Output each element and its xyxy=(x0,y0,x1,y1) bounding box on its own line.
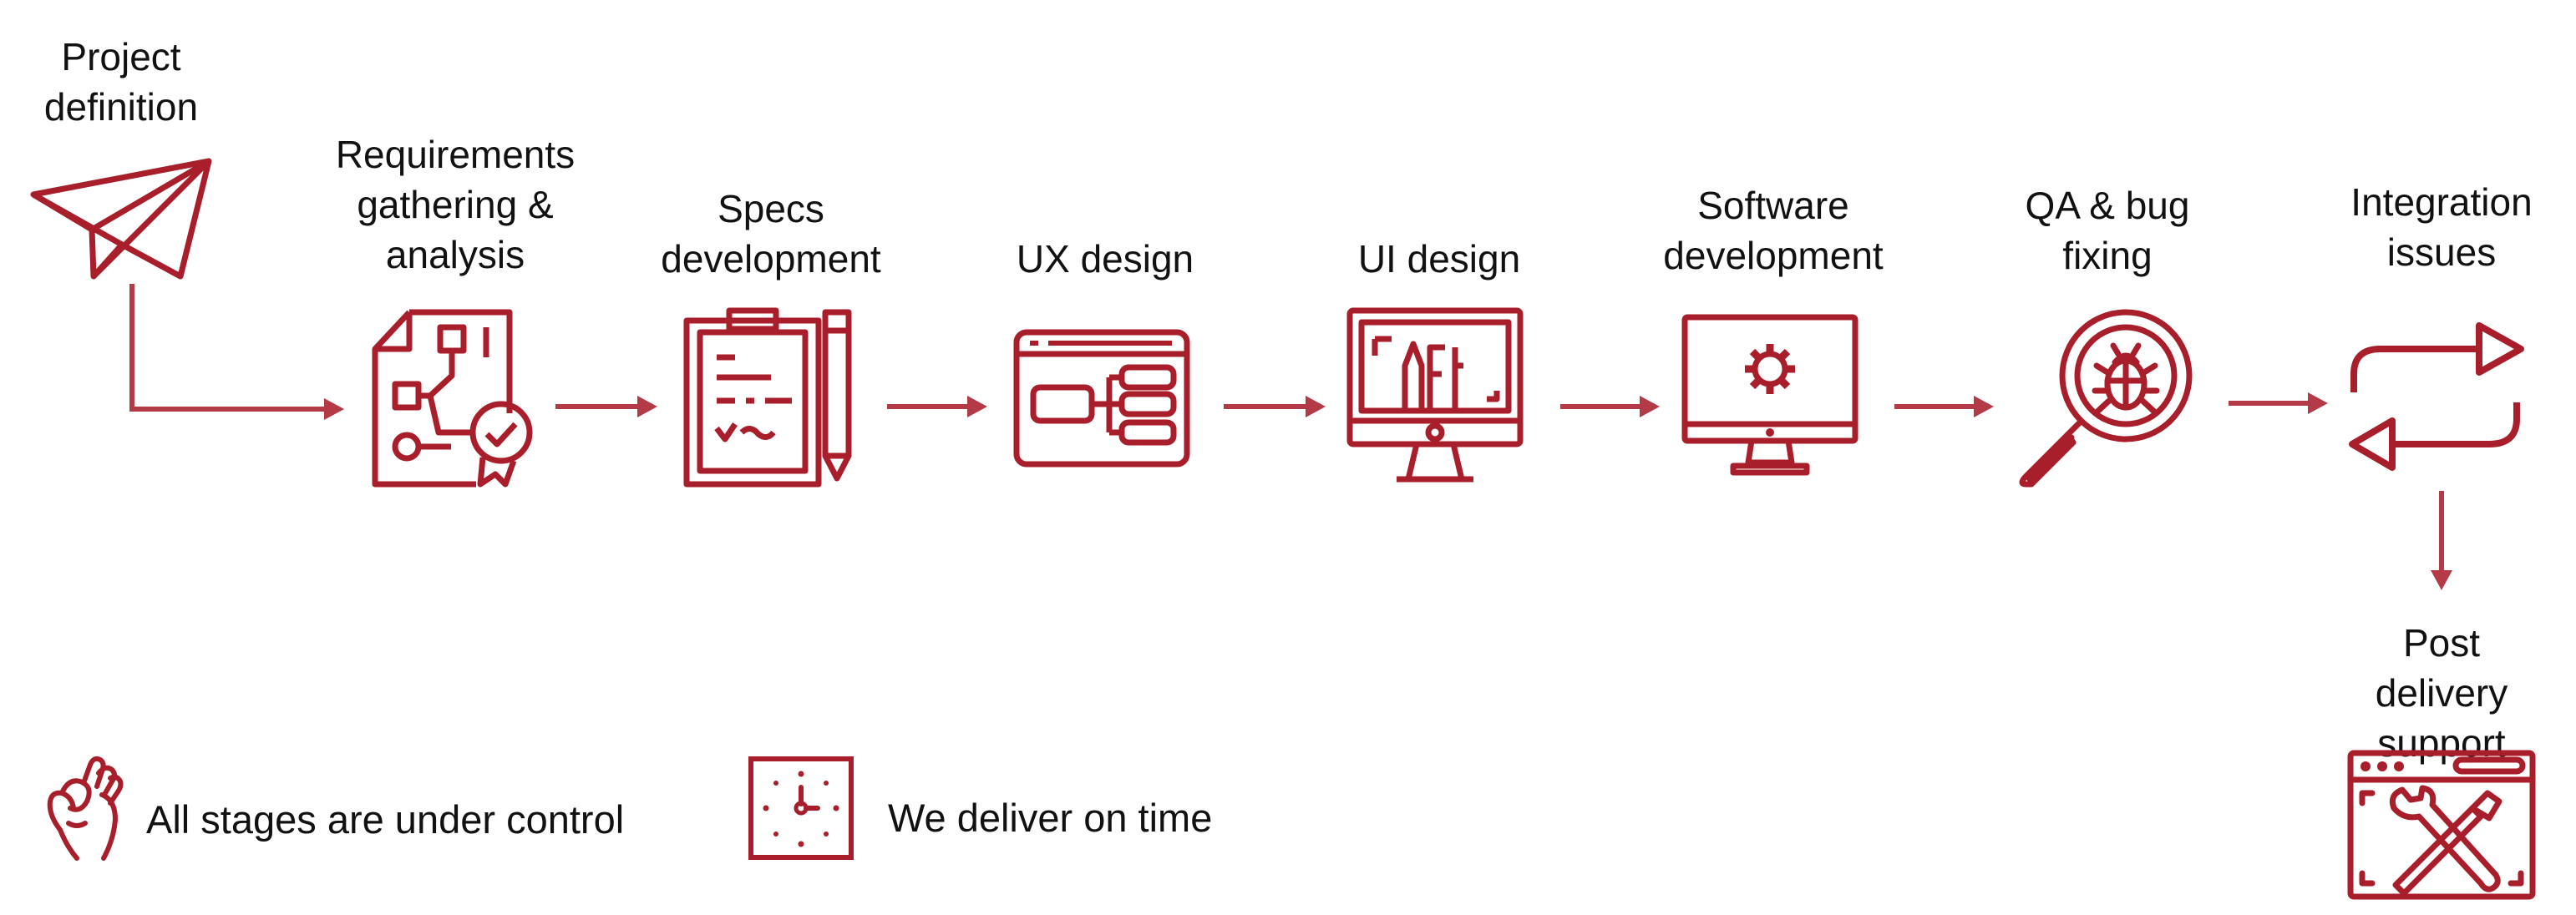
step-label-software-development: Software development xyxy=(1663,184,1884,277)
step-label-project-definition: Project definition xyxy=(43,35,199,129)
control-text: All stages are under control xyxy=(146,797,625,842)
step-label-specs: Specs development xyxy=(661,187,881,281)
step-label-ui-design: UI design xyxy=(1357,237,1521,281)
connector-1-2 xyxy=(129,284,330,412)
step-label-ux-design: UX design xyxy=(1016,237,1194,281)
time-text: We deliver on time xyxy=(888,796,1213,840)
monitor-wireframe-icon xyxy=(1346,307,1524,487)
ok-hand-icon xyxy=(43,753,129,862)
arrows-exchange-icon xyxy=(2345,316,2525,478)
clipboard-pencil-icon xyxy=(683,307,854,489)
document-flowchart-check-icon xyxy=(372,309,539,488)
step-label-post-delivery: Post delivery support xyxy=(2375,621,2508,765)
browser-tools-icon xyxy=(2347,750,2536,900)
step-label-qa: QA & bug fixing xyxy=(2025,184,2190,277)
magnifier-bug-icon xyxy=(2013,307,2198,489)
clock-icon xyxy=(748,756,854,861)
step-label-requirements: Requirements gathering & analysis xyxy=(335,133,576,276)
monitor-gear-icon xyxy=(1681,314,1858,478)
step-label-integration: Integration issues xyxy=(2350,180,2533,274)
browser-sitemap-icon xyxy=(1013,329,1190,468)
paper-plane-icon xyxy=(30,154,214,284)
